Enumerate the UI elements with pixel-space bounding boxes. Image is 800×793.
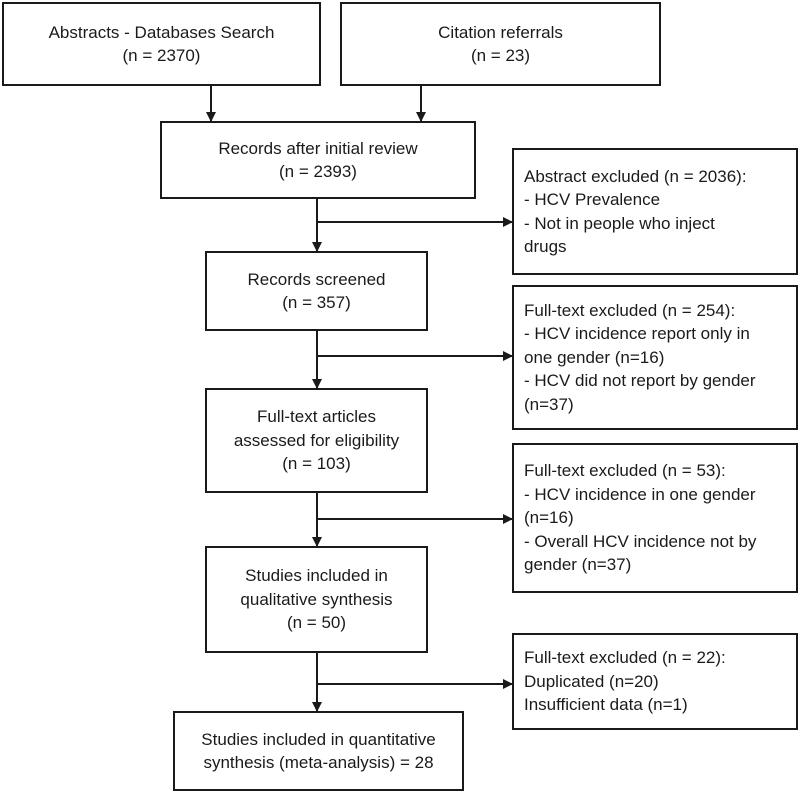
box-databases-search: Abstracts - Databases Search (n = 2370) (2, 2, 321, 86)
fulltext-excluded-2-line: gender (n=37) (524, 555, 632, 575)
qualitative-count: (n = 50) (286, 613, 347, 633)
fulltext-excluded-2-line: (n=16) (524, 508, 574, 528)
abstract-excluded-line: - HCV Prevalence (524, 190, 661, 210)
quantitative-title-line2: synthesis (meta-analysis) = 28 (203, 753, 434, 772)
box-records-screened: Records screened (n = 357) (205, 251, 428, 331)
box-full-text-eligibility: Full-text articles assessed for eligibil… (205, 388, 428, 493)
initial-review-count: (n = 2393) (279, 162, 357, 181)
fulltext-excluded-1-line: (n=37) (524, 394, 574, 414)
citation-referrals-title: Citation referrals (438, 22, 563, 42)
fulltext-excluded-3-line: Duplicated (n=20) (524, 671, 659, 691)
abstract-excluded-heading: Abstract excluded (n = 2036): (524, 166, 747, 186)
databases-search-count: (n = 2370) (122, 46, 201, 65)
fulltext-excluded-2-line: - Overall HCV incidence not by (524, 531, 757, 551)
eligibility-title-line2: assessed for eligibility (233, 430, 400, 450)
eligibility-title-line1: Full-text articles (256, 407, 377, 427)
fulltext-excluded-1-line: one gender (n=16) (524, 347, 665, 367)
box-full-text-excluded-2: Full-text excluded (n = 53): - HCV incid… (512, 443, 798, 593)
box-full-text-excluded-1: Full-text excluded (n = 254): - HCV inci… (512, 285, 798, 430)
quantitative-title-line1: Studies included in quantitative (201, 729, 436, 749)
box-quantitative-synthesis: Studies included in quantitative synthes… (173, 711, 464, 791)
initial-review-title: Records after initial review (218, 138, 418, 158)
qualitative-title-line1: Studies included in (245, 566, 388, 586)
fulltext-excluded-2-line: - HCV incidence in one gender (524, 484, 756, 504)
fulltext-excluded-3-line: Insufficient data (n=1) (524, 695, 688, 715)
box-full-text-excluded-3: Full-text excluded (n = 22): Duplicated … (512, 633, 798, 730)
records-screened-title: Records screened (247, 269, 386, 289)
fulltext-excluded-1-line: - HCV incidence report only in (524, 324, 750, 344)
box-citation-referrals: Citation referrals (n = 23) (340, 2, 661, 86)
fulltext-excluded-1-line: - HCV did not report by gender (524, 371, 756, 391)
fulltext-excluded-1-heading: Full-text excluded (n = 254): (524, 300, 736, 320)
qualitative-title-line2: qualitative synthesis (240, 589, 393, 609)
abstract-excluded-line: - Not in people who inject (524, 213, 715, 233)
abstract-excluded-line: drugs (524, 236, 567, 256)
records-screened-count: (n = 357) (282, 293, 351, 312)
citation-referrals-count: (n = 23) (470, 46, 531, 65)
fulltext-excluded-2-heading: Full-text excluded (n = 53): (524, 461, 726, 481)
fulltext-excluded-3-heading: Full-text excluded (n = 22): (524, 648, 726, 668)
box-qualitative-synthesis: Studies included in qualitative synthesi… (205, 546, 428, 653)
box-records-initial-review: Records after initial review (n = 2393) (160, 121, 476, 199)
databases-search-title: Abstracts - Databases Search (48, 22, 275, 42)
eligibility-count: (n = 103) (282, 454, 351, 474)
box-abstract-excluded: Abstract excluded (n = 2036): - HCV Prev… (512, 148, 798, 275)
